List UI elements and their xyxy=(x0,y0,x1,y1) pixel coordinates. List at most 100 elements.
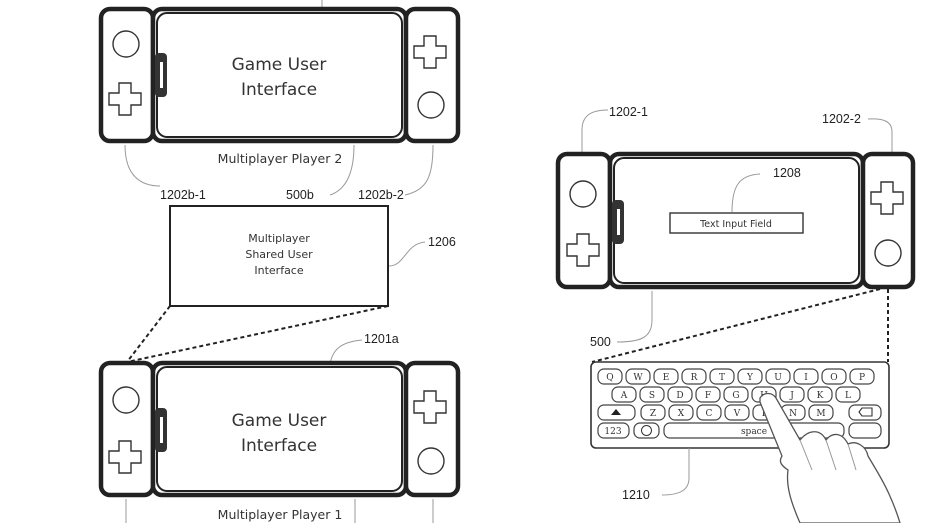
leader-line xyxy=(404,144,434,196)
key-z[interactable] xyxy=(640,404,666,421)
key-a[interactable] xyxy=(611,386,637,403)
right-controller[interactable] xyxy=(860,151,916,290)
projection-line xyxy=(126,305,171,363)
shared-ui: Multiplayer Shared User Interface 1206 xyxy=(126,205,456,363)
notch-slot xyxy=(160,62,163,88)
shared-ui-box xyxy=(169,205,389,307)
key-k[interactable] xyxy=(807,386,833,403)
key-label: W xyxy=(633,373,643,383)
notch-slot xyxy=(617,209,620,235)
numbers-key-label: 123 xyxy=(604,427,621,437)
key-f[interactable] xyxy=(695,386,721,403)
key-o[interactable] xyxy=(821,368,847,385)
dpad-icon[interactable] xyxy=(413,35,447,69)
left-controller[interactable] xyxy=(555,151,613,290)
dpad-icon[interactable] xyxy=(566,233,600,267)
numbers-key[interactable] xyxy=(597,422,630,439)
key-v[interactable] xyxy=(724,404,750,421)
notch-slot xyxy=(160,417,163,443)
key-t[interactable] xyxy=(709,368,735,385)
phone-screen xyxy=(156,12,403,138)
key-label: Q xyxy=(606,373,613,383)
leader-line xyxy=(731,173,761,213)
key-label: K xyxy=(817,391,824,401)
leader-line xyxy=(867,118,893,152)
key-y[interactable] xyxy=(737,368,763,385)
text-input-field[interactable] xyxy=(669,212,804,234)
right-controller[interactable] xyxy=(403,6,461,144)
circle-button-icon[interactable] xyxy=(112,386,140,414)
key-d[interactable] xyxy=(667,386,693,403)
key-i[interactable] xyxy=(793,368,819,385)
leader-line xyxy=(616,291,653,343)
key-g[interactable] xyxy=(723,386,749,403)
key-m[interactable] xyxy=(808,404,834,421)
screen-label-line1: Game User xyxy=(232,55,327,75)
emoji-key[interactable] xyxy=(633,422,660,439)
key-label: F xyxy=(705,391,711,401)
delete-key[interactable] xyxy=(848,404,882,421)
hand-shape xyxy=(759,392,901,523)
shared-ui-line1: Multiplayer xyxy=(248,232,310,245)
left-controller[interactable] xyxy=(98,6,156,144)
key-r[interactable] xyxy=(681,368,707,385)
key-label: O xyxy=(830,373,837,383)
ref-1206: 1206 xyxy=(428,235,456,249)
key-label: T xyxy=(719,373,725,383)
shared-ui-line2: Shared User xyxy=(245,248,313,261)
shift-arrow-icon xyxy=(611,409,621,415)
key-label: R xyxy=(691,373,698,383)
screen-label-line2: Interface xyxy=(241,436,317,456)
bottom-device: 1201a Game User Interface Multiplayer Pl… xyxy=(98,332,461,523)
key-label: U xyxy=(774,373,782,383)
dpad-icon[interactable] xyxy=(108,82,142,116)
key-label: L xyxy=(845,391,851,401)
key-label: E xyxy=(663,373,670,383)
dpad-icon[interactable] xyxy=(413,390,447,424)
key-e[interactable] xyxy=(653,368,679,385)
key-l[interactable] xyxy=(835,386,861,403)
key-u[interactable] xyxy=(765,368,791,385)
ref-1208: 1208 xyxy=(773,166,801,180)
device-caption: Multiplayer Player 2 xyxy=(218,151,343,166)
keyboard-row-2: ASDFGHJKL xyxy=(611,386,861,403)
key-s[interactable] xyxy=(639,386,665,403)
projection-line xyxy=(591,288,881,363)
key-label: S xyxy=(649,391,655,401)
space-key[interactable] xyxy=(663,422,845,439)
circle-button-icon[interactable] xyxy=(569,180,597,208)
key-c[interactable] xyxy=(696,404,722,421)
return-key[interactable] xyxy=(848,422,882,439)
smiley-icon xyxy=(641,425,652,436)
left-controller[interactable] xyxy=(98,360,156,498)
key-q[interactable] xyxy=(597,368,623,385)
dpad-icon[interactable] xyxy=(870,181,904,215)
key-label: A xyxy=(620,391,628,401)
circle-button-icon[interactable] xyxy=(112,30,140,58)
leader-line xyxy=(329,144,355,196)
projection-line xyxy=(126,305,389,363)
key-label: J xyxy=(789,391,794,401)
ref-1201a: 1201a xyxy=(364,332,399,346)
key-x[interactable] xyxy=(668,404,694,421)
ref-1202b-1: 1202b-1 xyxy=(160,188,206,202)
ref-1202-1: 1202-1 xyxy=(609,105,648,119)
hand-illustration xyxy=(759,392,901,523)
circle-button-icon[interactable] xyxy=(874,239,902,267)
leader-line xyxy=(388,241,426,267)
key-label: N xyxy=(789,409,797,419)
key-w[interactable] xyxy=(625,368,651,385)
right-device: 1202-1 1202-2 1208 Text Input Field 500 xyxy=(555,105,916,363)
key-j[interactable] xyxy=(779,386,805,403)
key-p[interactable] xyxy=(849,368,875,385)
circle-button-icon[interactable] xyxy=(417,91,445,119)
dpad-icon[interactable] xyxy=(108,440,142,474)
circle-button-icon[interactable] xyxy=(417,447,445,475)
text-input-field-label: Text Input Field xyxy=(699,219,772,230)
key-label: X xyxy=(678,409,685,419)
screen-label-line2: Interface xyxy=(241,80,317,100)
right-controller[interactable] xyxy=(403,360,461,498)
leader-line xyxy=(661,448,690,496)
space-key-label: space xyxy=(741,427,767,437)
